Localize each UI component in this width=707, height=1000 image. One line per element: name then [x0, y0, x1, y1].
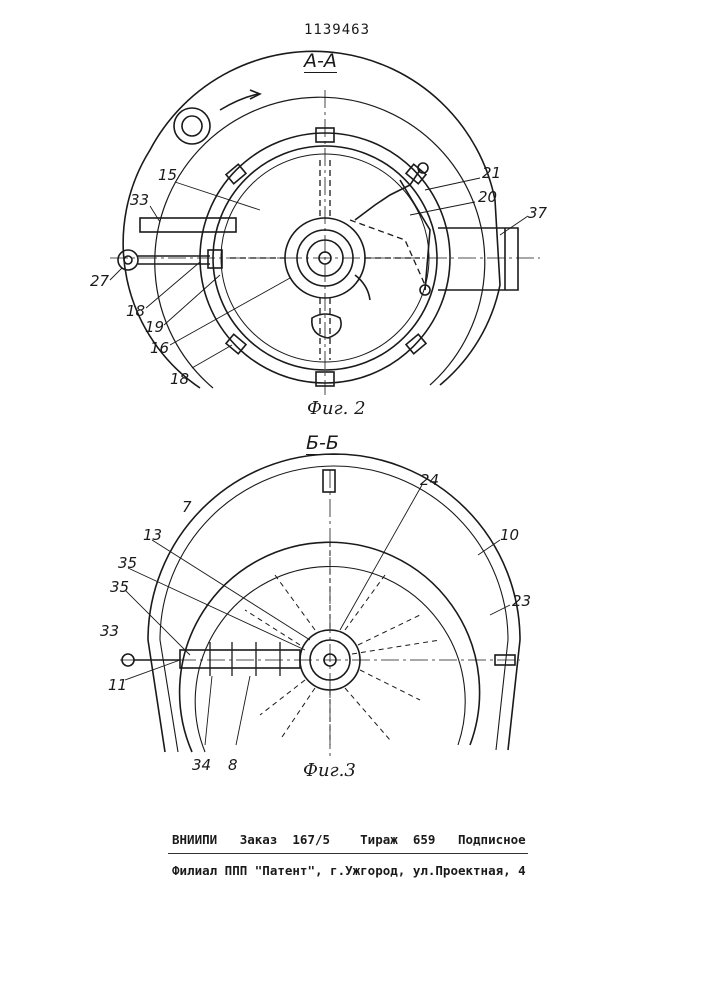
fig2-label-18a: 18 — [126, 302, 145, 320]
publication-line-1: ВНИИПИ Заказ 167/5 Тираж 659 Подписное — [172, 832, 526, 847]
fig2-label-27: 27 — [90, 272, 110, 290]
fig3-label-23: 23 — [512, 592, 531, 610]
divider — [168, 853, 528, 854]
fig2-label-20: 20 — [478, 188, 497, 206]
figure-3-caption: Фиг.3 — [303, 760, 356, 781]
fig3-label-13: 13 — [143, 526, 162, 544]
fig3-label-8: 8 — [228, 756, 238, 774]
fig2-label-15: 15 — [158, 166, 177, 184]
fig3-label-35b: 35 — [110, 578, 129, 596]
fig2-label-19: 19 — [145, 318, 164, 336]
fig2-label-21: 21 — [482, 164, 501, 182]
section-label-b-b: Б-Б — [306, 432, 339, 455]
fig3-label-33: 33 — [100, 622, 119, 640]
publication-line-2: Филиал ППП "Патент", г.Ужгород, ул.Проек… — [172, 863, 526, 878]
fig3-label-34: 34 — [192, 756, 211, 774]
fig3-label-7: 7 — [182, 498, 192, 516]
fig3-shell-inner — [160, 466, 508, 752]
fig3-label-11: 11 — [108, 676, 127, 694]
fig2-label-18b: 18 — [170, 370, 189, 388]
fig2-label-33: 33 — [130, 191, 149, 209]
fig3-label-35a: 35 — [118, 554, 137, 572]
fig3-label-24: 24 — [420, 471, 439, 489]
fig3-label-10: 10 — [500, 526, 519, 544]
fig2-label-16: 16 — [150, 339, 169, 357]
figure-2-caption: Фиг. 2 — [307, 398, 366, 419]
fig2-label-37: 37 — [528, 204, 548, 222]
